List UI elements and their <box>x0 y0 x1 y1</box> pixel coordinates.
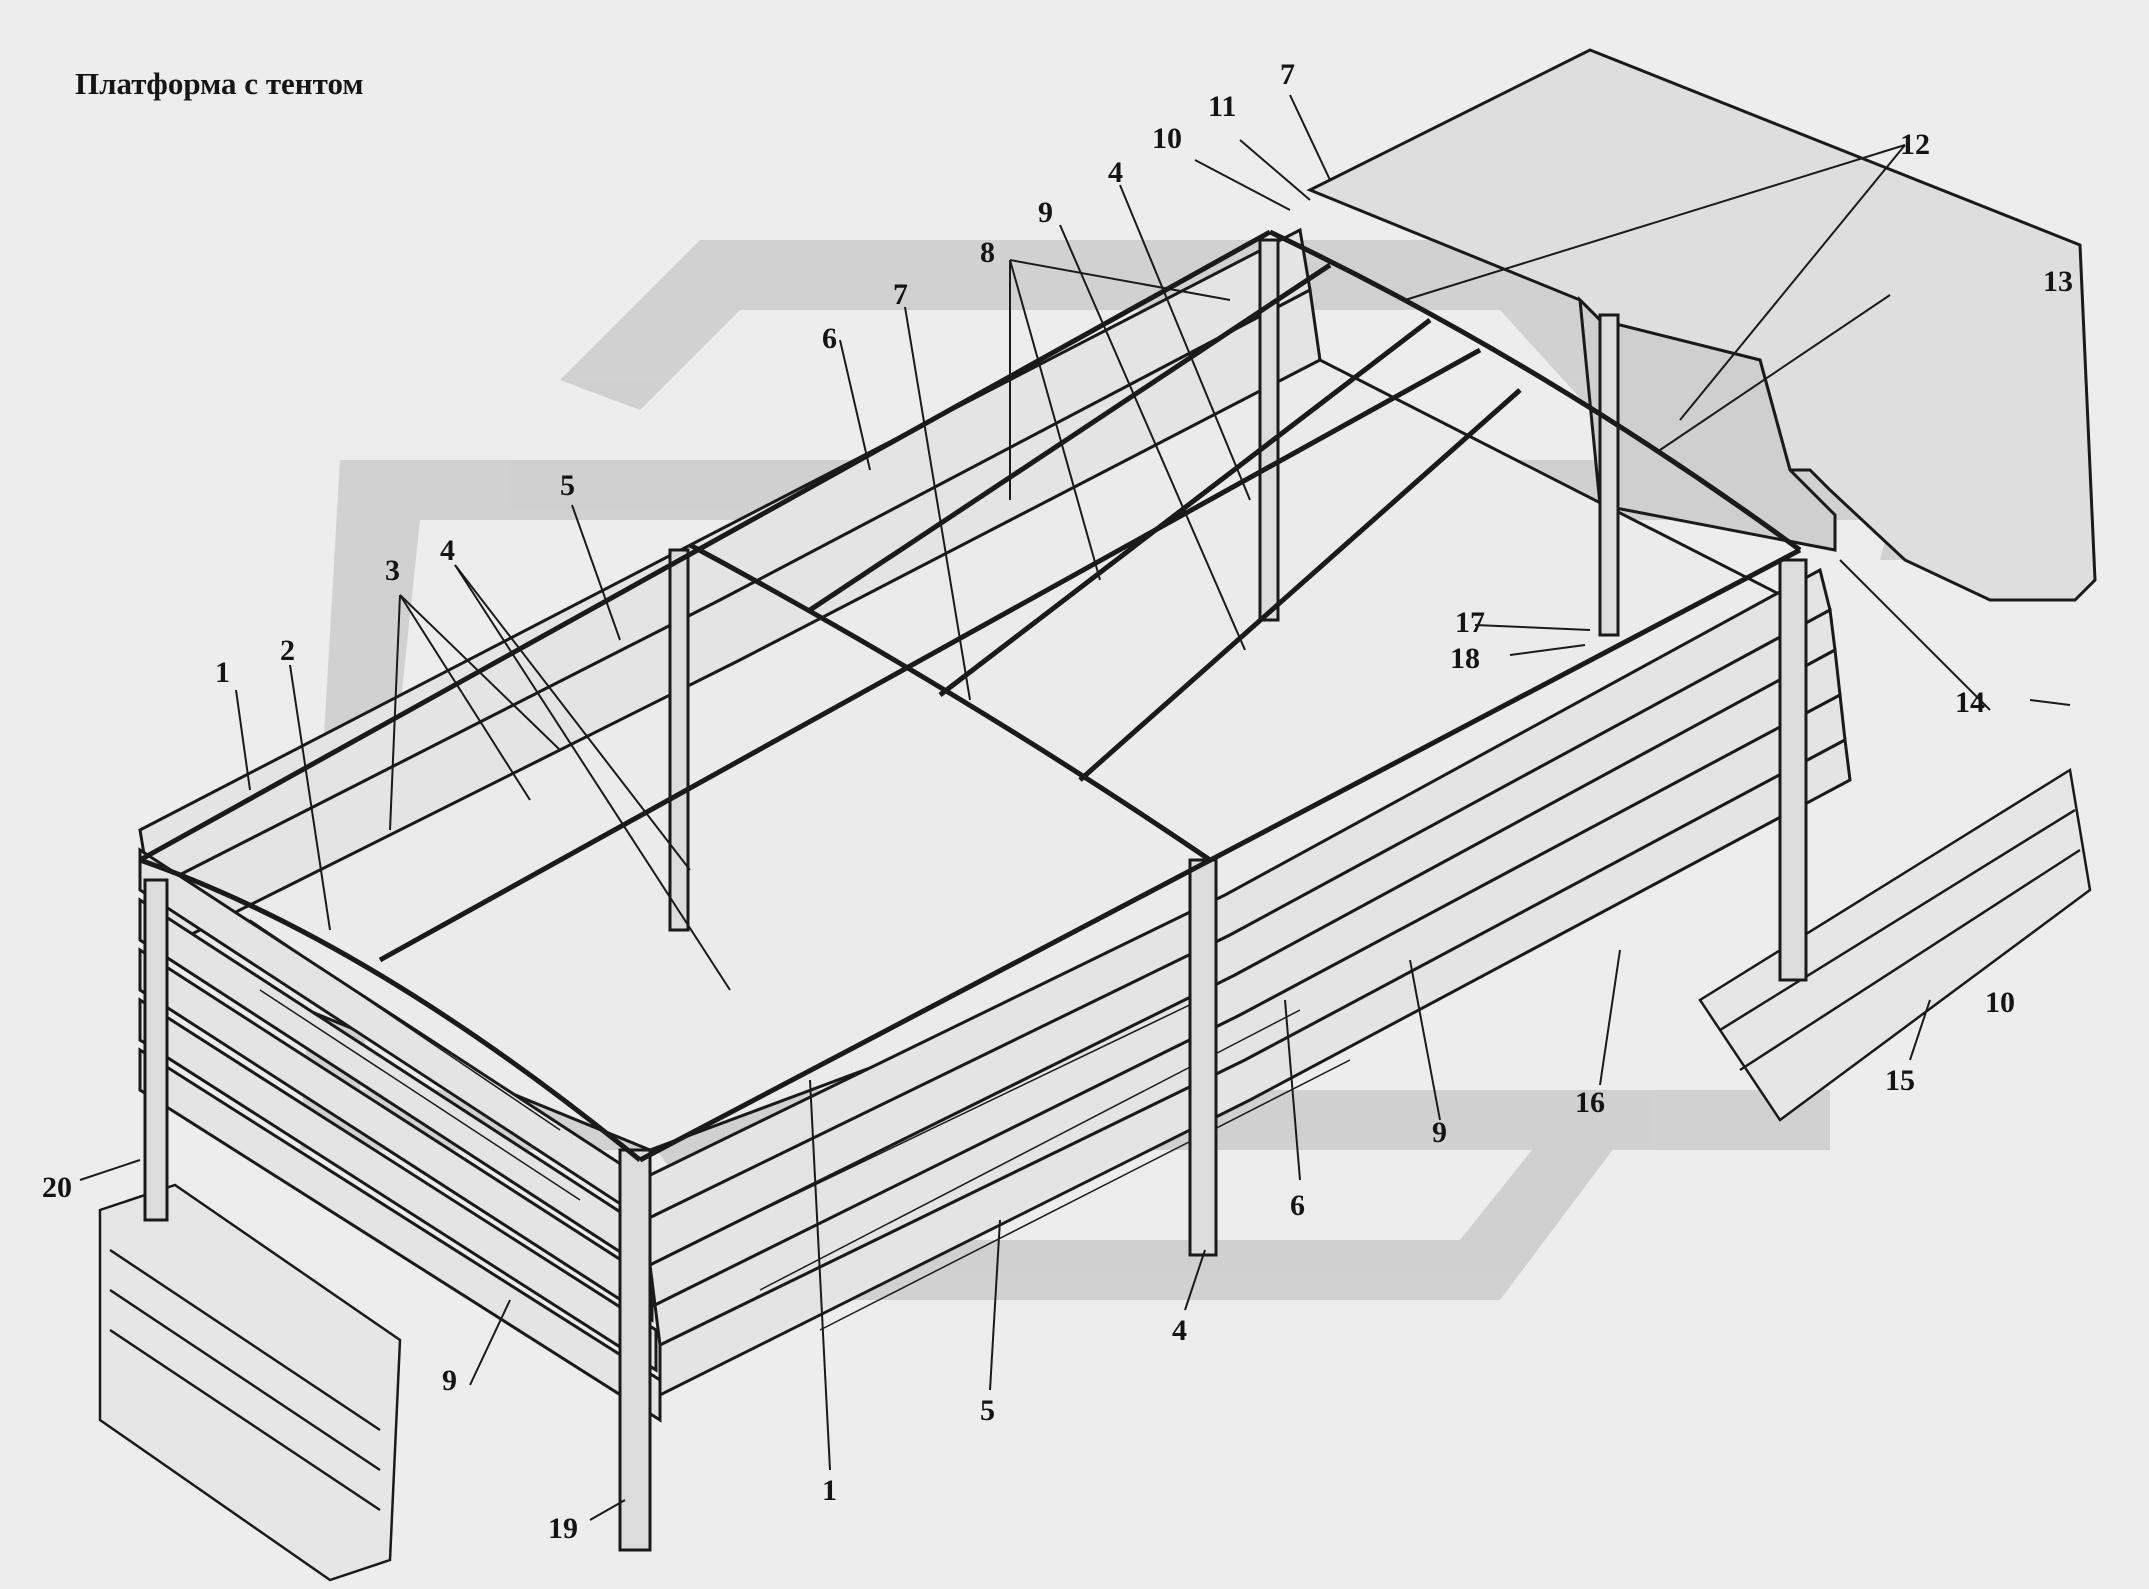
callout-16: 16 <box>1575 1086 1605 1119</box>
callout-14: 14 <box>1955 686 1985 719</box>
stakes <box>143 238 1808 1552</box>
callout-7-left: 7 <box>893 278 908 311</box>
callout-8: 8 <box>980 236 995 269</box>
callout-4-bottom: 4 <box>1172 1314 1187 1347</box>
callout-6-bottom: 6 <box>1290 1189 1305 1222</box>
callout-2: 2 <box>280 634 295 667</box>
callout-17: 17 <box>1455 606 1485 639</box>
callout-4-top: 4 <box>1108 156 1123 189</box>
callout-4-left: 4 <box>440 534 455 567</box>
callout-13: 13 <box>2043 265 2073 298</box>
callout-10-top: 10 <box>1152 122 1182 155</box>
callout-5-bottom: 5 <box>980 1394 995 1427</box>
tent-frame <box>138 229 1802 1163</box>
callout-5-top: 5 <box>560 469 575 502</box>
callout-15: 15 <box>1885 1064 1915 1097</box>
lowered-side-right <box>1698 767 2092 1122</box>
callout-9-bottom-mid: 9 <box>1432 1116 1447 1149</box>
callout-1-bottom: 1 <box>822 1474 837 1507</box>
callout-labels: 1 1 2 3 4 4 4 5 5 6 6 7 7 8 9 9 9 10 10 … <box>42 58 2073 1545</box>
callout-6-top: 6 <box>822 322 837 355</box>
tent-cover <box>1306 48 2097 602</box>
callout-20: 20 <box>42 1171 72 1204</box>
callout-10-right: 10 <box>1985 986 2015 1019</box>
page-title: Платформа с тентом <box>75 66 364 101</box>
callout-3: 3 <box>385 554 400 587</box>
callout-1-left: 1 <box>215 656 230 689</box>
callout-9-bottom-left: 9 <box>442 1364 457 1397</box>
callout-7-top: 7 <box>1280 58 1295 91</box>
callout-12: 12 <box>1900 128 1930 161</box>
callout-19: 19 <box>548 1512 578 1545</box>
platform-body <box>138 227 1852 1423</box>
callout-18: 18 <box>1450 642 1480 675</box>
callout-11: 11 <box>1208 90 1236 123</box>
leader-lines <box>79 94 2071 1521</box>
callout-9-top: 9 <box>1038 196 1053 229</box>
lowered-side <box>98 1183 402 1582</box>
